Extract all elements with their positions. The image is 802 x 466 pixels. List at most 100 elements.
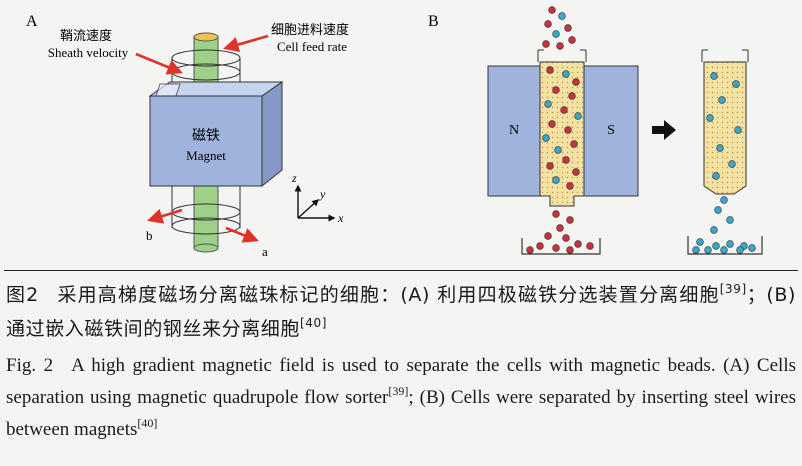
sheath-velocity-label-en: Sheath velocity (48, 45, 129, 60)
non-magnetic-cell-blue (696, 238, 704, 246)
non-magnetic-cell-blue (544, 100, 552, 108)
magnetic-cell-red (574, 240, 582, 248)
flow-arrows (135, 34, 269, 243)
magnetic-cell-red (542, 40, 550, 48)
magnetic-cell-red (566, 246, 574, 254)
magnetic-cell-red (536, 242, 544, 250)
axis-y-label: y (319, 187, 326, 201)
non-magnetic-cell-blue (734, 126, 742, 134)
non-magnetic-cell-blue (720, 196, 728, 204)
non-magnetic-cell-blue (706, 114, 714, 122)
non-magnetic-cell-blue (552, 30, 560, 38)
non-magnetic-cell-blue (728, 160, 736, 168)
magnetic-cell-red (568, 92, 576, 100)
caption-en-ref-2[interactable]: [40] (137, 416, 158, 430)
magnetic-cell-red (544, 20, 552, 28)
caption-cn-label: 图2 (6, 284, 39, 306)
non-magnetic-cell-blue (732, 80, 740, 88)
magnetic-cell-red (546, 162, 554, 170)
magnetic-cell-red (572, 78, 580, 86)
sheath-velocity-label-cn: 鞘流速度 (60, 28, 112, 43)
cell-population (526, 6, 756, 254)
caption-cn-ref-1[interactable]: [39] (719, 282, 747, 296)
magnetic-cell-red (566, 216, 574, 224)
non-magnetic-cell-blue (558, 12, 566, 20)
non-magnetic-cell-blue (574, 112, 582, 120)
magnetic-cell-red (552, 86, 560, 94)
collection-beaker-right (687, 236, 763, 255)
non-magnetic-cell-blue (554, 146, 562, 154)
axis-triad (294, 184, 336, 222)
magnetic-cell-red (564, 126, 572, 134)
magnetic-cell-red (526, 246, 534, 254)
non-magnetic-cell-blue (562, 70, 570, 78)
non-magnetic-cell-blue (710, 72, 718, 80)
washed-channel (703, 61, 747, 195)
magnetic-cell-red (562, 156, 570, 164)
magnet-n-pole (487, 65, 541, 197)
caption-en-text-1: A high gradient magnetic field is used t… (6, 355, 796, 408)
non-magnetic-cell-blue (692, 246, 700, 254)
non-magnetic-cell-blue (726, 240, 734, 248)
tube-top-cap (193, 32, 219, 42)
magnetic-cell-red (564, 24, 572, 32)
caption-chinese: 图2 采用高梯度磁场分离磁珠标记的细胞：(A) 利用四极磁铁分选装置分离细胞[39… (6, 278, 796, 346)
non-magnetic-cell-blue (710, 226, 718, 234)
panel-b-letter: B (428, 13, 439, 30)
magnetic-cell-red (560, 106, 568, 114)
non-magnetic-cell-blue (704, 246, 712, 254)
non-magnetic-cell-blue (712, 172, 720, 180)
magnet-s-label: S (607, 123, 615, 138)
magnetic-cell-red (552, 210, 560, 218)
cell-feed-rate-label-cn: 细胞进料速度 (271, 22, 349, 37)
axis-x-label: x (337, 211, 344, 225)
cell-feed-rate-label-en: Cell feed rate (277, 39, 347, 54)
caption-cn-text-2: ；(B) 通过嵌入磁铁间的钢丝来分离细胞 (6, 284, 796, 340)
magnet-n-label: N (509, 123, 519, 138)
figure-illustration: A 磁铁 Magnet (26, 6, 763, 259)
caption-divider (4, 270, 798, 271)
magnet-label-en: Magnet (186, 148, 226, 163)
collection-beaker-left (521, 238, 601, 255)
magnetic-cell-red (586, 242, 594, 250)
magnetic-cell-red (568, 36, 576, 44)
panel-b: B N S (428, 6, 763, 255)
tube-bottom-cap (193, 243, 219, 253)
non-magnetic-cell-blue (718, 96, 726, 104)
magnetic-cell-red (548, 120, 556, 128)
process-arrow (652, 120, 676, 140)
non-magnetic-cell-blue (726, 216, 734, 224)
magnetic-cell-red (544, 232, 552, 240)
caption-en-label: Fig. 2 (6, 355, 54, 376)
magnet-label-cn: 磁铁 (192, 128, 220, 144)
non-magnetic-cell-blue (542, 134, 550, 142)
non-magnetic-cell-blue (552, 176, 560, 184)
caption-en-ref-1[interactable]: [39] (388, 384, 409, 398)
caption-cn-ref-2[interactable]: [40] (300, 316, 328, 330)
magnetic-cell-red (566, 182, 574, 190)
axis-z-label: z (291, 171, 297, 185)
magnetic-cell-red (546, 66, 554, 74)
non-magnetic-cell-blue (714, 206, 722, 214)
non-magnetic-cell-blue (720, 246, 728, 254)
non-magnetic-cell-blue (736, 246, 744, 254)
outlet-b-label: b (146, 228, 153, 243)
non-magnetic-cell-blue (712, 242, 720, 250)
magnetic-cell-red (552, 244, 560, 252)
magnetic-cell-red (556, 42, 564, 50)
panel-a: A 磁铁 Magnet (26, 13, 349, 259)
magnetic-cell-red (556, 224, 564, 232)
caption-en-text-2: ; (B) Cells were separated by inserting … (6, 387, 796, 440)
magnetic-cell-red (572, 168, 580, 176)
non-magnetic-cell-blue (716, 144, 724, 152)
non-magnetic-cell-blue (748, 244, 756, 252)
quadrupole-magnet (148, 81, 284, 188)
caption-cn-text-1: 采用高梯度磁场分离磁珠标记的细胞：(A) 利用四极磁铁分选装置分离细胞 (56, 284, 720, 306)
magnetic-cell-red (570, 140, 578, 148)
magnetic-cell-red (548, 6, 556, 14)
magnetic-cell-red (562, 234, 570, 242)
outlet-a-label: a (262, 244, 268, 259)
